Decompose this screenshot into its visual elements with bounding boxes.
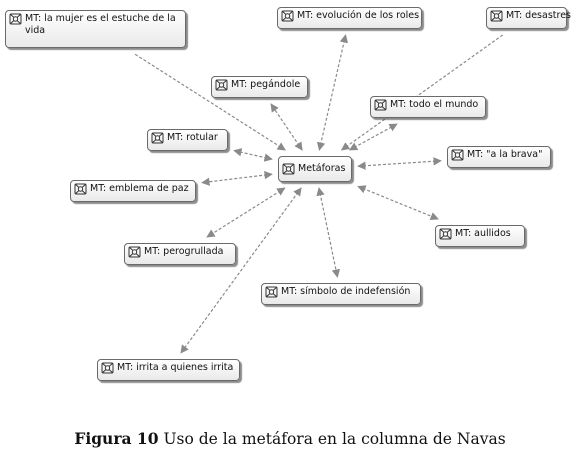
node-label: MT: evolución de los roles bbox=[297, 10, 420, 21]
code-network-icon bbox=[439, 228, 452, 240]
edge-todo bbox=[348, 123, 398, 151]
node-todo-el-mundo[interactable]: MT: todo el mundo bbox=[370, 96, 486, 118]
node-label: MT: irrita a quienes irrita bbox=[117, 362, 234, 373]
figure-number: Figura 10 bbox=[74, 429, 159, 448]
edge-brava bbox=[357, 157, 442, 170]
edge-evolucion bbox=[316, 34, 349, 151]
node-pegandole[interactable]: MT: pegándole bbox=[211, 76, 308, 98]
node-label: MT: emblema de paz bbox=[90, 183, 189, 194]
code-network-icon bbox=[215, 79, 228, 91]
edge-rotular bbox=[233, 148, 273, 162]
node-label: MT: perogrullada bbox=[144, 246, 224, 257]
node-simbolo-indefension[interactable]: MT: símbolo de indefensión bbox=[261, 283, 421, 305]
metaphor-network-diagram: Metáforas MT: la mujer es el estuche de … bbox=[5, 7, 571, 381]
node-evolucion-roles[interactable]: MT: evolución de los roles bbox=[277, 7, 422, 29]
node-perogrullada[interactable]: MT: perogrullada bbox=[124, 243, 236, 265]
node-rotular[interactable]: MT: rotular bbox=[147, 129, 228, 151]
code-network-icon bbox=[151, 132, 164, 144]
figure-caption-text: Uso de la metáfora en la columna de Nava… bbox=[163, 430, 506, 448]
edge-irrita bbox=[180, 187, 302, 354]
code-network-icon bbox=[374, 99, 387, 111]
edge-emblema bbox=[201, 170, 273, 186]
edge-aullidos bbox=[357, 185, 439, 221]
node-irrita-a-quienes-irrita[interactable]: MT: irrita a quienes irrita bbox=[97, 359, 240, 381]
edge-desastres bbox=[340, 34, 504, 151]
node-aullidos[interactable]: MT: aullidos bbox=[435, 225, 525, 247]
code-network-icon bbox=[74, 183, 87, 195]
edge-pegandole bbox=[270, 103, 303, 151]
node-a-la-brava[interactable]: MT: "a la brava" bbox=[447, 146, 551, 168]
code-network-icon bbox=[9, 13, 22, 25]
node-label: MT: "a la brava" bbox=[467, 149, 543, 160]
node-label: MT: aullidos bbox=[455, 228, 511, 239]
code-network-icon bbox=[281, 10, 294, 22]
edge-simbolo bbox=[316, 187, 341, 278]
node-desastres[interactable]: MT: desastres bbox=[486, 7, 571, 29]
node-label: MT: pegándole bbox=[231, 79, 301, 90]
node-label: MT: todo el mundo bbox=[390, 99, 479, 110]
node-label: Metáforas bbox=[298, 163, 346, 174]
node-label: MT: rotular bbox=[167, 132, 218, 143]
node-label: MT: desastres bbox=[506, 10, 571, 21]
node-mujer-estuche-vida[interactable]: MT: la mujer es el estuche de la vida bbox=[5, 10, 186, 48]
code-network-icon bbox=[282, 163, 295, 175]
figure-caption: Figura 10 Uso de la metáfora en la colum… bbox=[0, 429, 580, 448]
node-label: MT: símbolo de indefensión bbox=[281, 286, 411, 297]
code-network-icon bbox=[101, 362, 114, 374]
node-metaforas[interactable]: Metáforas bbox=[278, 156, 352, 182]
node-label: MT: la mujer es el estuche de la vida bbox=[25, 13, 176, 36]
edge-perogrullada bbox=[206, 187, 286, 238]
edges-layer bbox=[134, 34, 504, 354]
code-network-icon bbox=[265, 286, 278, 298]
code-network-icon bbox=[128, 246, 141, 258]
code-network-icon bbox=[451, 149, 464, 161]
code-network-icon bbox=[490, 10, 503, 22]
node-emblema-de-paz[interactable]: MT: emblema de paz bbox=[70, 180, 196, 202]
